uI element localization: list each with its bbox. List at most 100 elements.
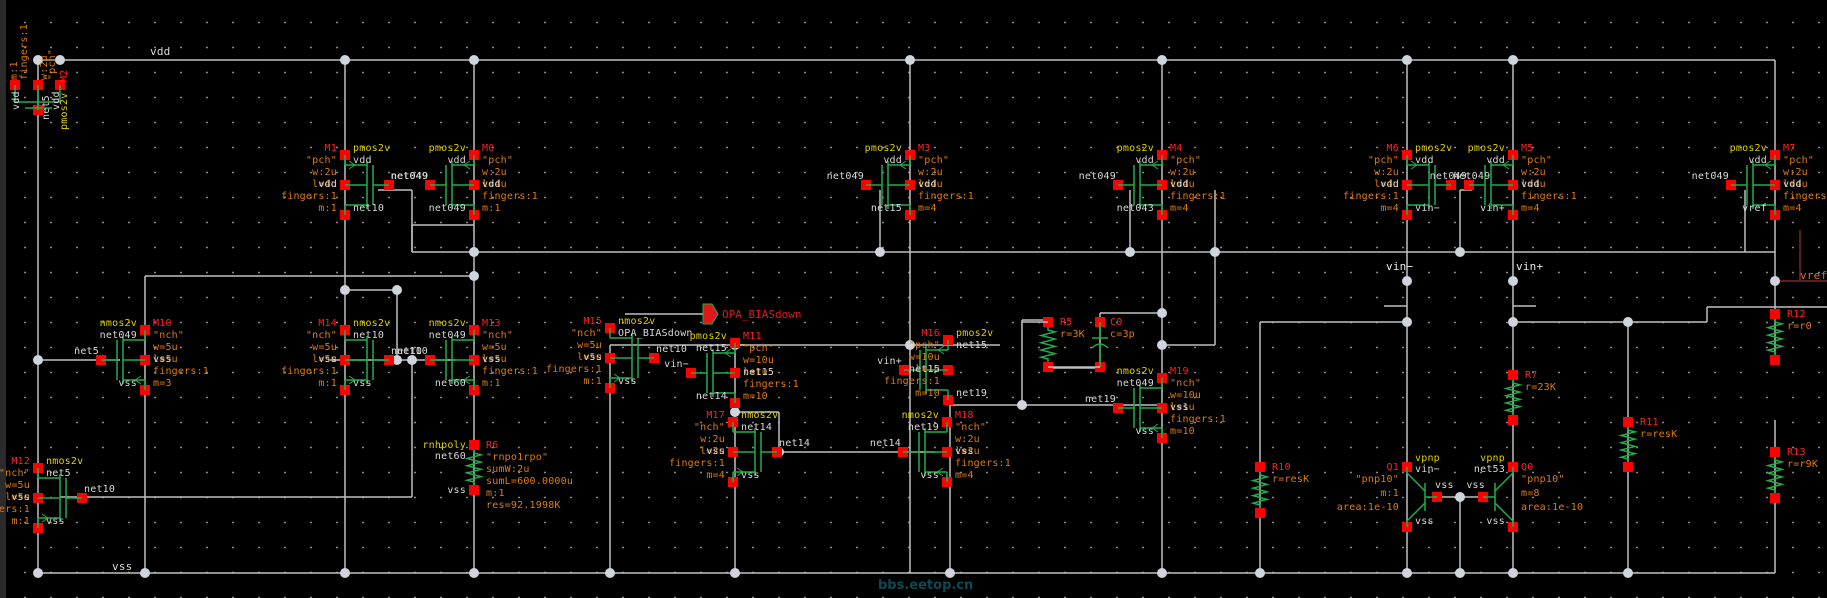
junction-dot[interactable] [55,55,65,65]
terminal-pin[interactable] [1508,415,1518,425]
junction-dot[interactable] [392,285,402,295]
junction-dot[interactable] [1157,308,1167,318]
junction-dot[interactable] [1455,568,1465,578]
transistor-m4-name: M4 [1170,143,1183,154]
transistor-m0-arrow [463,160,471,166]
junction-dot[interactable] [1210,247,1220,257]
junction-dot[interactable] [392,355,402,365]
junction-dot[interactable] [1017,400,1027,410]
terminal-pin[interactable] [1623,417,1633,427]
junction-dot[interactable] [469,247,479,257]
resistor-r5-param: r=3K [1060,329,1085,340]
transistor-m0-drain-net: vdd [447,155,466,166]
junction-dot[interactable] [1508,317,1518,327]
junction-dot[interactable] [33,568,43,578]
junction-dot[interactable] [469,568,479,578]
pin-label-vin-plus[interactable]: vin+ [1516,260,1544,273]
transistor-m16-model: pmos2v [956,328,994,339]
junction-dot[interactable] [1255,568,1265,578]
resistor-r6-net: vss [447,485,466,496]
transistor-m15-param: "nch" [570,328,602,339]
transistor-m3-name: M3 [918,143,931,154]
transistor-m10-param: fingers:1 [153,366,209,377]
junction-dot[interactable] [1455,492,1465,502]
transistor-m5-param: "pch" [1521,155,1553,166]
resistor-r5 [1038,327,1058,362]
junction-dot[interactable] [945,568,955,578]
junction-dot[interactable] [1770,276,1780,286]
junction-dot[interactable] [905,340,915,350]
transistor-m19-gate-net: net19 [1084,394,1116,405]
transistor-m1-arrow [348,160,356,166]
junction-dot[interactable] [730,568,740,578]
junction-dot[interactable] [33,55,43,65]
bjt-q0-param: "pnp10" [1521,474,1565,485]
terminal-pin[interactable] [469,485,479,495]
transistor-m5-model: pmos2v [1467,143,1505,154]
transistor-m11-model: pmos2v [689,331,727,342]
pin-label-vin-minus[interactable]: vin− [1386,260,1414,273]
terminal-pin[interactable] [1508,370,1518,380]
junction-dot[interactable] [905,55,915,65]
junction-dot[interactable] [1623,317,1633,327]
transistor-m10-arrow [134,379,142,385]
transistor-m1-param: fingers:1 [281,191,337,202]
resistor-r6-model: rnhpoly [422,440,466,451]
transistor-m1-param: w:2u [312,167,337,178]
terminal-pin[interactable] [1770,309,1780,319]
junction-dot[interactable] [1402,317,1412,327]
terminal-pin[interactable] [1255,508,1265,518]
transistor-m10-gate-net: net5 [74,346,99,357]
junction-dot[interactable] [469,55,479,65]
junction-dot[interactable] [340,568,350,578]
transistor-m16-param: fingers:1 [884,376,940,387]
transistor-m17-param: m=4 [706,470,725,481]
junction-dot[interactable] [340,55,350,65]
terminal-pin[interactable] [1770,493,1780,503]
transistor-m19-model: nmos2v [1116,366,1154,377]
terminal-pin[interactable] [469,440,479,450]
junction-dot[interactable] [1508,55,1518,65]
resistor-r7-name: R7 [1525,370,1538,381]
transistor-m13-param: m:1 [482,378,501,389]
resistor-r11-param: r=resK [1640,429,1678,440]
transistor-m5-param: fingers:1 [1521,191,1577,202]
transistor-m15-arrow [613,373,621,379]
junction-dot[interactable] [1157,340,1167,350]
bjt-q0 [1494,472,1514,492]
transistor-m5-gate-net: net049 [1429,171,1467,182]
junction-dot[interactable] [875,247,885,257]
junction-dot[interactable] [605,568,615,578]
transistor-m14-drain-net: net10 [353,330,385,341]
junction-dot[interactable] [1157,55,1167,65]
junction-dot[interactable] [730,407,740,417]
junction-dot[interactable] [1508,568,1518,578]
transistor-m16-param: l=1u [915,364,940,375]
terminal-pin[interactable] [1623,462,1633,472]
junction-dot[interactable] [1157,568,1167,578]
transistor-m14-param: l=5u [312,354,337,365]
transistor-m12-arrow [41,517,49,523]
junction-dot[interactable] [1508,276,1518,286]
transistor-m13-param: w=5u [482,342,507,353]
junction-dot[interactable] [1402,276,1412,286]
transistor-m11-param: l=1u [743,367,768,378]
junction-dot[interactable] [407,355,417,365]
terminal-pin[interactable] [1255,462,1265,472]
terminal-pin[interactable] [1770,355,1780,365]
transistor-m5-arrow [1502,164,1510,170]
junction-dot[interactable] [340,285,350,295]
junction-dot[interactable] [1125,247,1135,257]
output-pin-label[interactable]: OPA_BIASdown [722,308,802,321]
transistor-m10-param: "nch" [153,330,185,341]
junction-dot[interactable] [1455,247,1465,257]
junction-dot[interactable] [1402,568,1412,578]
junction-dot[interactable] [469,271,479,281]
junction-dot[interactable] [140,568,150,578]
junction-dot[interactable] [1623,568,1633,578]
terminal-pin[interactable] [1770,447,1780,457]
junction-dot[interactable] [33,355,43,365]
junction-dot[interactable] [1402,55,1412,65]
transistor-m7-bulk-net: vdd [1783,179,1802,190]
